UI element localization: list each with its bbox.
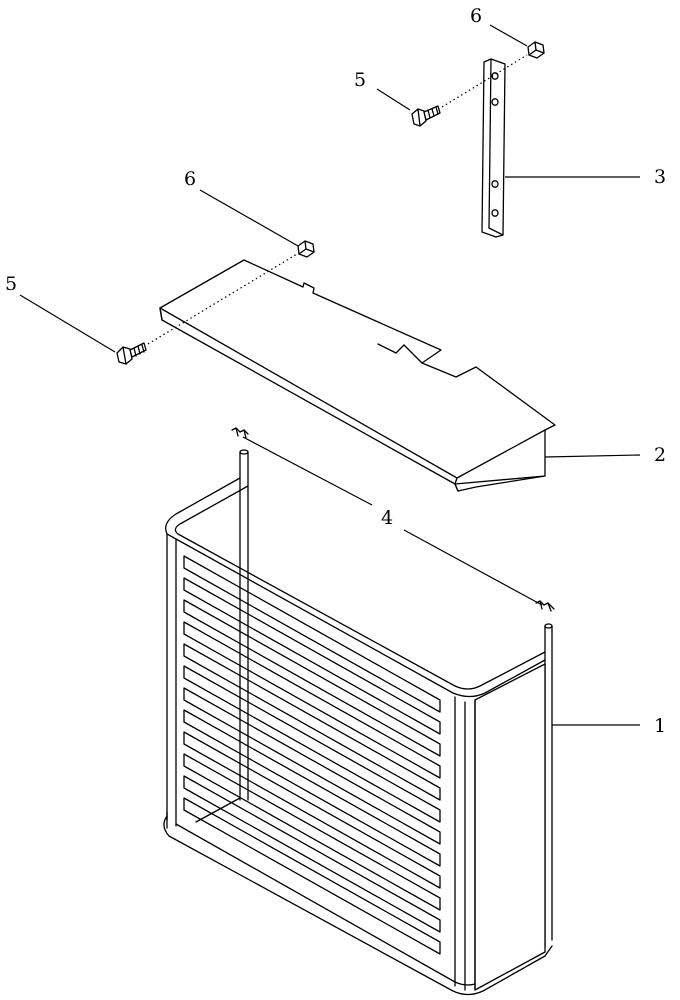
bolt-part-5-upper — [411, 105, 441, 127]
leader-lines — [19, 24, 641, 726]
callout-2: 2 — [654, 444, 666, 466]
callout-6-upper: 6 — [470, 5, 482, 27]
mounting-strap-part-3 — [481, 58, 506, 238]
callout-4: 4 — [381, 507, 393, 529]
nut-part-6-upper — [527, 41, 545, 59]
callout-5-lower: 5 — [5, 273, 17, 295]
callout-3: 3 — [654, 166, 666, 188]
callout-labels: 1 2 3 4 5 5 6 6 — [5, 5, 666, 737]
top-shield-part-2 — [159, 259, 556, 492]
clip-part-4-right — [535, 600, 555, 612]
lower-fastener-path — [147, 253, 298, 345]
upper-fastener-path — [441, 54, 528, 108]
bolt-part-5-lower — [116, 342, 147, 365]
callout-6-lower: 6 — [184, 168, 196, 190]
nut-part-6-lower — [297, 240, 315, 258]
clip-part-4-left — [231, 427, 249, 439]
callout-1: 1 — [654, 715, 666, 737]
callout-5-upper: 5 — [354, 69, 366, 91]
grille-slats — [183, 555, 441, 955]
grille-basket-part-1 — [163, 449, 553, 996]
